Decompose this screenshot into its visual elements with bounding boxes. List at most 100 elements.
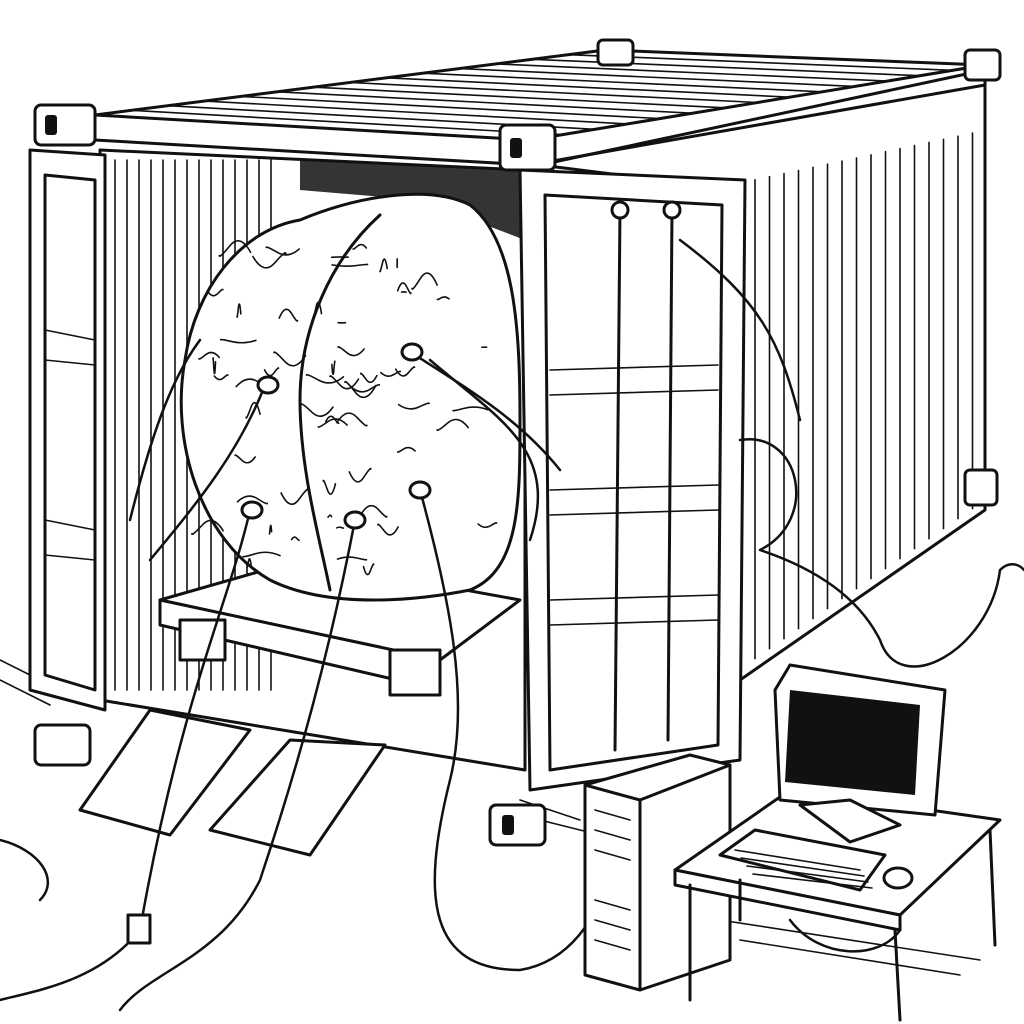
drawing-stroke	[327, 514, 333, 518]
drawing-stroke	[688, 828, 997, 1022]
keyboard	[718, 828, 887, 892]
drawing-stroke	[118, 518, 357, 1012]
drawing-stroke	[0, 838, 50, 902]
drawing-stroke	[33, 723, 92, 767]
drawing-stroke	[418, 488, 607, 972]
drawing-stroke	[212, 357, 217, 375]
drawing-stroke	[610, 200, 630, 220]
drawing-stroke	[242, 551, 281, 558]
drawing-stroke	[126, 913, 152, 945]
drawing-stroke	[343, 510, 367, 530]
container-left-door	[28, 148, 107, 712]
drawing-stroke	[531, 58, 921, 77]
drawing-stroke	[785, 690, 920, 795]
drawing-stroke	[43, 173, 97, 692]
drawing-stroke	[33, 103, 97, 147]
drawing-stroke	[436, 296, 450, 301]
drawing-stroke	[388, 648, 442, 697]
drawing-stroke	[746, 865, 869, 883]
drawing-stroke	[494, 63, 889, 82]
cable-plugs	[126, 342, 432, 945]
drawing-stroke	[798, 798, 902, 844]
drawing-stroke	[394, 366, 416, 377]
drawing-stroke	[734, 849, 873, 889]
drawing-stroke	[219, 338, 257, 344]
drawing-stroke	[502, 815, 514, 835]
drawing-stroke	[583, 763, 732, 992]
drawing-stroke	[662, 200, 682, 220]
drawing-stroke	[240, 500, 264, 520]
drawing-stroke	[337, 346, 365, 357]
drawing-stroke	[312, 301, 323, 319]
drawing-stroke	[436, 418, 470, 432]
drawing-stroke	[360, 504, 388, 518]
drawing-stroke	[336, 526, 345, 529]
drawing-stroke	[128, 338, 202, 522]
drawing-stroke	[678, 238, 802, 422]
drawing-stroke	[300, 160, 525, 240]
drawing-stroke	[218, 240, 252, 257]
drawing-stroke	[265, 246, 300, 256]
drawing-stroke	[246, 558, 252, 569]
container-right-door	[518, 168, 747, 792]
drawing-stroke	[400, 342, 424, 362]
drawing-stroke	[413, 353, 562, 472]
drawing-stroke	[239, 95, 661, 120]
drawing-stroke	[549, 364, 719, 626]
drawing-stroke	[331, 263, 369, 268]
drawing-stroke	[498, 123, 557, 172]
drawing-stroke	[458, 67, 856, 88]
drawing-stroke	[379, 258, 389, 273]
drawing-stroke	[44, 329, 96, 561]
drawing-stroke	[236, 495, 269, 505]
drawing-stroke	[317, 418, 348, 428]
drawing-stroke	[352, 243, 368, 250]
cables	[0, 238, 1024, 1012]
drawing-stroke	[348, 467, 372, 483]
drawing-stroke	[280, 488, 309, 506]
drawing-stroke	[324, 415, 340, 425]
drawing-stroke	[452, 406, 489, 412]
drawing-stroke	[234, 454, 256, 464]
drawing-stroke	[396, 282, 412, 295]
drawing-stroke	[206, 288, 224, 297]
container-side-wall	[538, 68, 987, 682]
drawing-stroke	[344, 380, 377, 399]
drawing-stroke	[276, 90, 694, 115]
drawing-stroke	[336, 556, 368, 561]
drawing-stroke	[336, 412, 368, 427]
drawing-stroke	[477, 522, 498, 529]
drawing-stroke	[312, 86, 726, 109]
drawing-stroke	[28, 148, 107, 712]
drawing-stroke	[408, 480, 432, 500]
drawing-stroke	[191, 240, 498, 576]
drawing-stroke	[273, 351, 307, 367]
monitor	[773, 663, 947, 844]
drawing-stroke	[331, 360, 336, 376]
drawing-stroke	[518, 168, 747, 792]
drawing-stroke	[411, 272, 438, 290]
drawing-stroke	[963, 48, 1002, 82]
drawing-stroke	[300, 403, 334, 417]
mouse	[882, 866, 914, 890]
drawing-stroke	[208, 738, 387, 857]
drawing-stroke	[45, 115, 57, 135]
drawing-stroke	[130, 53, 954, 136]
drawing-stroke	[252, 252, 287, 269]
drawing-stroke	[738, 438, 1024, 668]
drawing-stroke	[198, 351, 221, 360]
brain	[179, 192, 522, 602]
drawing-stroke	[543, 193, 724, 772]
drawing-stroke	[191, 519, 224, 535]
drawing-stroke	[752, 873, 873, 889]
drawing-stroke	[754, 132, 974, 660]
corner-castings	[33, 38, 1002, 847]
drawing-stroke	[298, 213, 382, 592]
drawing-stroke	[290, 536, 300, 542]
drawing-stroke	[380, 370, 402, 378]
drawing-stroke	[256, 375, 280, 395]
computer-tower	[583, 753, 732, 992]
drawing-stroke	[203, 100, 629, 125]
drawing-stroke	[594, 809, 631, 951]
